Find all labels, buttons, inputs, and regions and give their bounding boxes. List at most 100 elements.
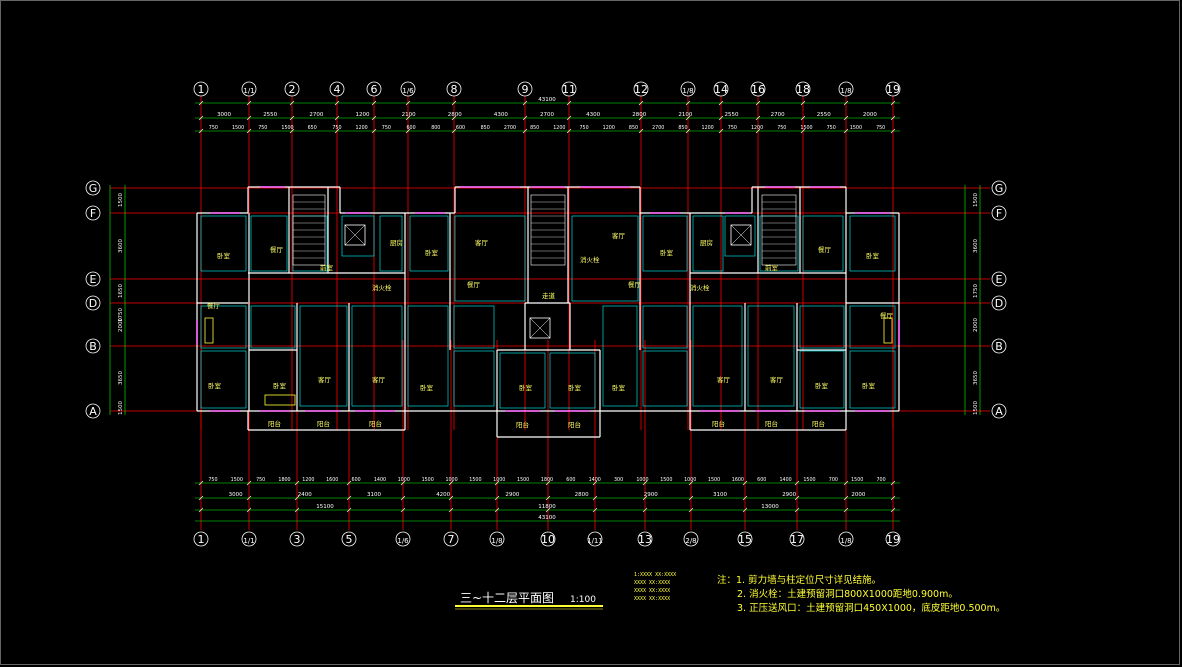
room-label-living: 客厅 — [612, 231, 626, 240]
axis-bubble-label: 6 — [371, 83, 378, 96]
bottom-dimension-value: 3100 — [367, 492, 381, 498]
dimension-tick — [289, 115, 295, 121]
top-dimension-detail: 750 — [876, 125, 885, 131]
axis-bubble-circle — [85, 403, 101, 419]
top-dimension-detail: 750 — [579, 125, 588, 131]
axis-bubble-label: A — [89, 405, 97, 418]
dimension-tick — [545, 507, 551, 513]
axis-bubble-bottom: 1/1 — [241, 531, 257, 547]
axis-bubble-label: A — [995, 405, 1003, 418]
top-dimension-detail: 1200 — [603, 125, 615, 131]
bottom-dimension-value: 4200 — [436, 492, 450, 498]
axis-bubble-top: 18 — [795, 81, 811, 97]
dimension-tick — [294, 495, 300, 501]
top-dimension-detail: 850 — [530, 125, 539, 131]
axis-bubble-label: 1/6 — [402, 87, 414, 95]
elevator-cross — [344, 224, 366, 246]
stair-left — [292, 194, 326, 266]
dimension-tick — [890, 128, 896, 134]
axis-bubble-bottom: 15 — [737, 531, 753, 547]
dimension-tick — [246, 100, 252, 106]
room-outline — [454, 215, 526, 302]
dimension-tick — [545, 480, 551, 486]
elevator-cross — [730, 224, 752, 246]
axis-bubble-bottom: 10 — [540, 531, 556, 547]
axis-bubble-circle — [885, 81, 901, 97]
axis-bubble-circle — [633, 81, 649, 97]
room-label-dining: 餐厅 — [818, 245, 832, 254]
room-label-corridor: 走道 — [542, 291, 556, 300]
axis-bubble-left: G — [85, 180, 101, 196]
dimension-tick — [334, 100, 340, 106]
room-label-living: 客厅 — [372, 375, 386, 384]
room-label-fire-hydrant: 消火栓 — [580, 255, 600, 264]
note-header: 注：1. 剪力墙与柱定位尺寸详见结施。 — [717, 574, 881, 586]
dimension-tick — [890, 480, 896, 486]
dimension-tick — [742, 507, 748, 513]
top-dimension-detail: 1200 — [751, 125, 763, 131]
axis-grid-lines — [110, 96, 990, 530]
dimension-tick — [742, 495, 748, 501]
room-label-bedroom: 卧室 — [612, 383, 626, 392]
dimension-tick — [371, 100, 377, 106]
dimension-tick — [685, 115, 691, 121]
dimension-tick — [545, 495, 551, 501]
top-dimension-value: 2000 — [863, 112, 877, 118]
room-outline — [250, 215, 288, 272]
dimension-tick — [688, 507, 694, 513]
axis-bubble-label: 1/8 — [491, 537, 502, 545]
axis-bubble-circle — [991, 295, 1007, 311]
bottom-dimension-detail: 1500 — [231, 477, 243, 483]
axis-bubble-circle — [587, 531, 603, 547]
axis-bubble-left: E — [85, 271, 101, 287]
room-label-living: 客厅 — [475, 238, 489, 247]
dimension-tick — [718, 115, 724, 121]
dimension-tick — [198, 100, 204, 106]
room-outline — [379, 215, 403, 272]
axis-bubble-label: G — [89, 182, 98, 195]
axis-bubble-circle — [193, 81, 209, 97]
room-outline — [799, 350, 845, 409]
bottom-dimension-detail: 700 — [876, 477, 885, 483]
room-label-balcony: 阳台 — [765, 419, 778, 428]
axis-bubble-label: 13 — [638, 533, 652, 546]
top-dimension-detail: 600 — [456, 125, 465, 131]
top-dimension-detail: 750 — [827, 125, 836, 131]
dimension-tick — [800, 128, 806, 134]
axis-bubble-top: 1/8 — [838, 81, 854, 97]
top-dimension-detail: 750 — [258, 125, 267, 131]
axis-bubble-label: 15 — [738, 533, 752, 546]
axis-bubble-label: B — [995, 340, 1003, 353]
elevator-center — [529, 317, 551, 339]
left-dimension-value: 1500 — [118, 401, 124, 415]
right-dimension-value: 3600 — [973, 239, 979, 253]
dimension-tick — [400, 507, 406, 513]
top-dimension-detail: 750 — [382, 125, 391, 131]
room-outline — [499, 352, 546, 409]
dimension-tick — [405, 128, 411, 134]
axis-bubble-top: 12 — [633, 81, 649, 97]
bottom-dimension-detail: 1400 — [589, 477, 601, 483]
dimension-tick — [800, 100, 806, 106]
bottom-dimension-detail: 1500 — [517, 477, 529, 483]
dimension-tick — [794, 495, 800, 501]
dimension-tick — [246, 495, 252, 501]
room-label-balcony: 阳台 — [712, 419, 725, 428]
axis-bubble-circle — [400, 81, 416, 97]
room-label-front-room: 前室 — [320, 263, 334, 272]
dimension-tick — [800, 115, 806, 121]
room-label-bedroom: 卧室 — [208, 381, 222, 390]
axis-bubble-circle — [540, 531, 556, 547]
room-outline — [642, 215, 688, 272]
bottom-dimension-detail: 600 — [757, 477, 766, 483]
dimension-tick — [642, 495, 648, 501]
legend-block: 1:XXXX XX:XXXX XXXX XX:XXXX XXXX XX:XXXX… — [634, 572, 676, 602]
axis-bubble-circle — [241, 81, 257, 97]
axis-bubble-circle — [991, 338, 1007, 354]
room-outline — [351, 305, 403, 407]
axis-bubble-bottom: 19 — [885, 531, 901, 547]
room-label-living: 客厅 — [318, 375, 332, 384]
bottom-dimension-value: 2800 — [575, 492, 589, 498]
room-label-balcony: 阳台 — [317, 419, 330, 428]
elevator-box — [730, 224, 752, 246]
